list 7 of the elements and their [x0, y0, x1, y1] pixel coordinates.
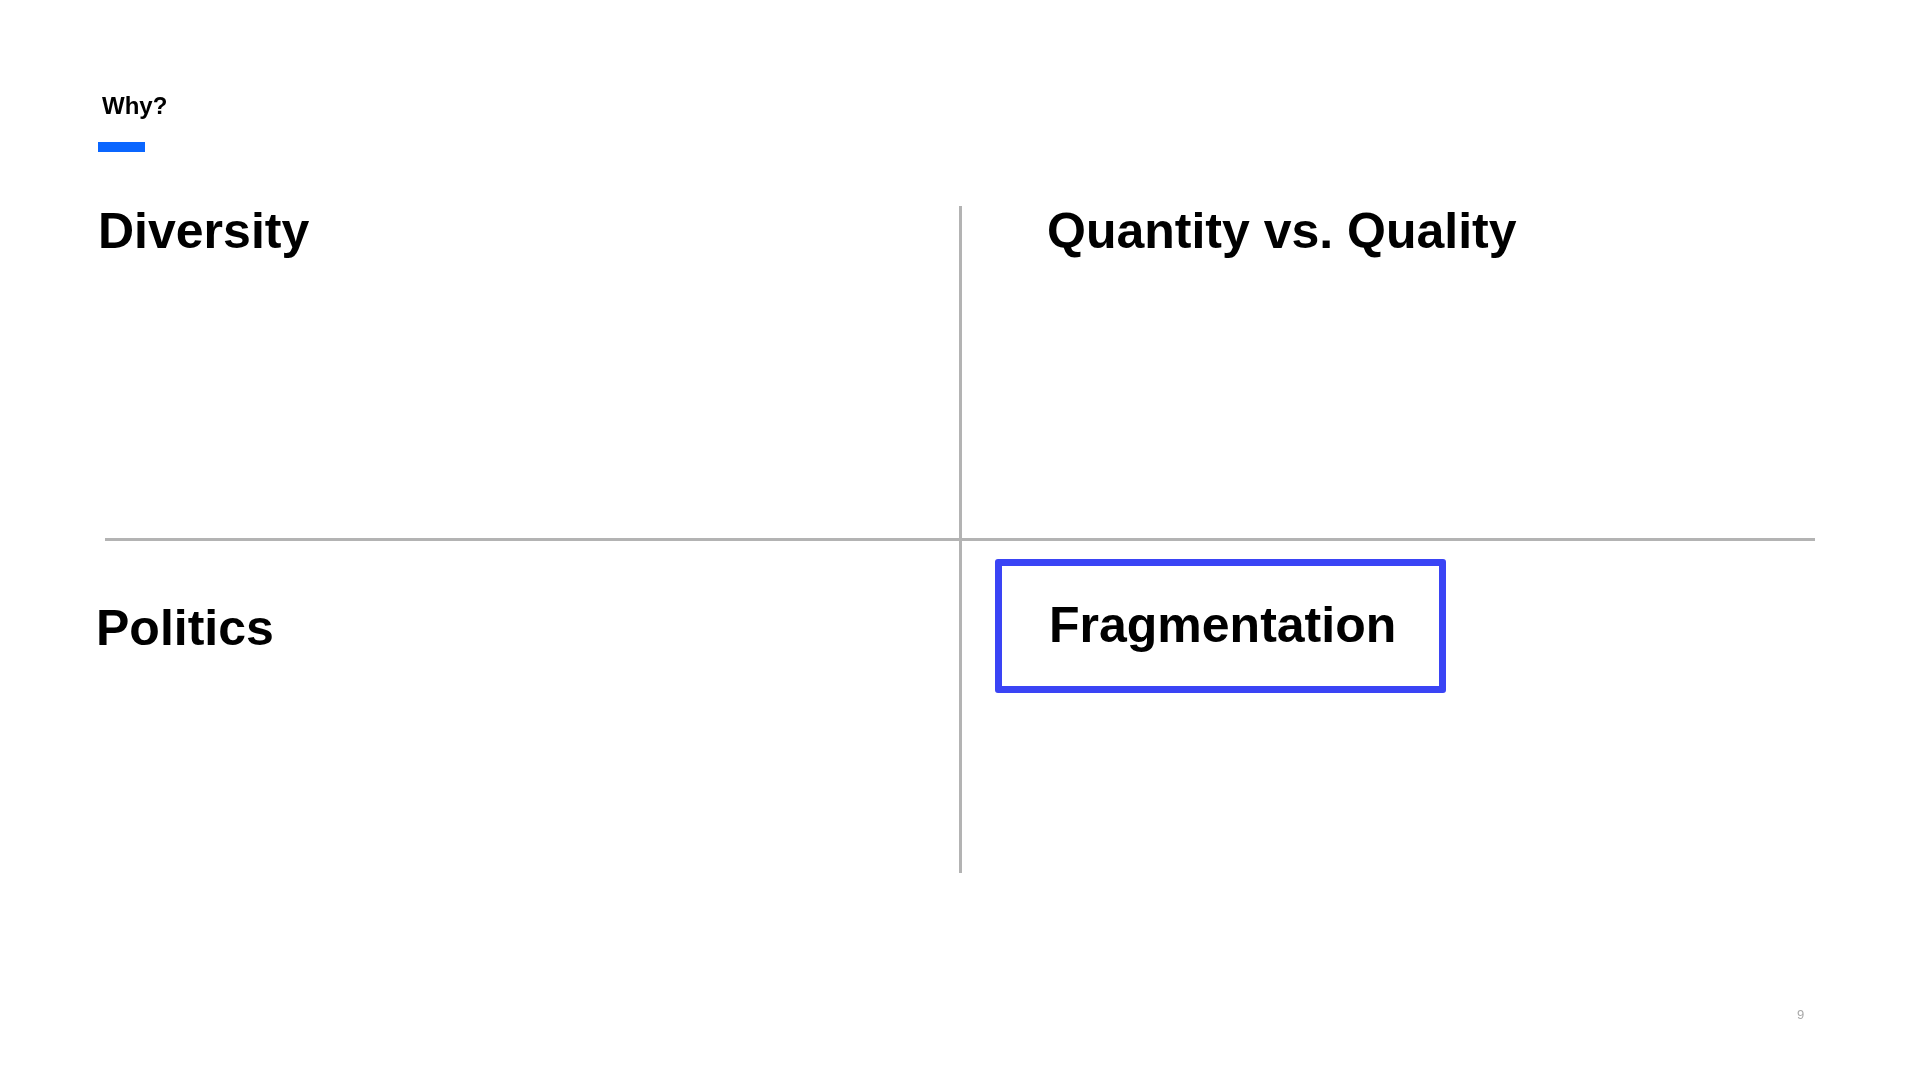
quadrant-heading: Diversity — [98, 203, 310, 261]
quadrant-heading: Politics — [96, 600, 274, 658]
quadrant-heading: Fragmentation — [1049, 597, 1397, 655]
slide-title: Why? — [102, 92, 168, 120]
page-number: 9 — [1797, 1008, 1805, 1023]
highlight-box — [995, 559, 1446, 693]
quadrant-heading: Quantity vs. Quality — [1047, 203, 1517, 261]
